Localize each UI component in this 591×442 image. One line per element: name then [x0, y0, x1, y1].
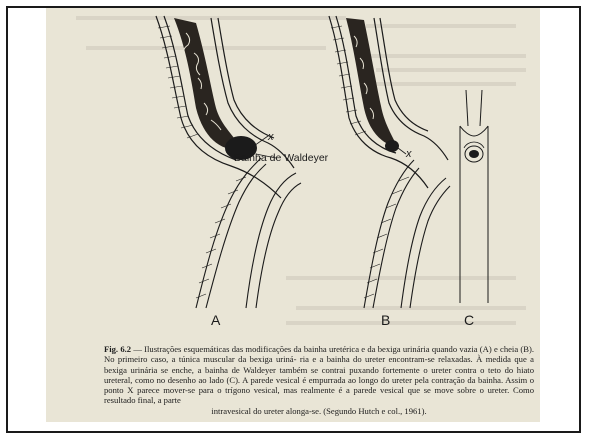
caption-line: ureteral, como no desenho ao lado (C). A…	[104, 375, 412, 385]
scanned-book-page: x Bainha de Waldeyer x A B C Fig. 6.2 — …	[46, 8, 540, 422]
point-x-label-a: x	[268, 131, 274, 143]
waldeyer-sheath-label: Bainha de Waldeyer	[234, 152, 328, 164]
figure-caption: Fig. 6.2 — Ilustrações esquemáticas das …	[104, 344, 534, 416]
caption-line-last: intravesical do ureter alonga-se. (Segun…	[104, 406, 534, 416]
panel-label-a: A	[211, 312, 220, 328]
point-x-label-b: x	[406, 148, 412, 160]
caption-line: — Ilustrações esquemáticas das modificaç…	[131, 344, 401, 354]
caption-line: bainha de Waldeyer também se contrai pux…	[205, 365, 534, 375]
panel-label-b: B	[381, 312, 390, 328]
caption-figure-number: Fig. 6.2	[104, 344, 131, 354]
panel-label-c: C	[464, 312, 474, 328]
